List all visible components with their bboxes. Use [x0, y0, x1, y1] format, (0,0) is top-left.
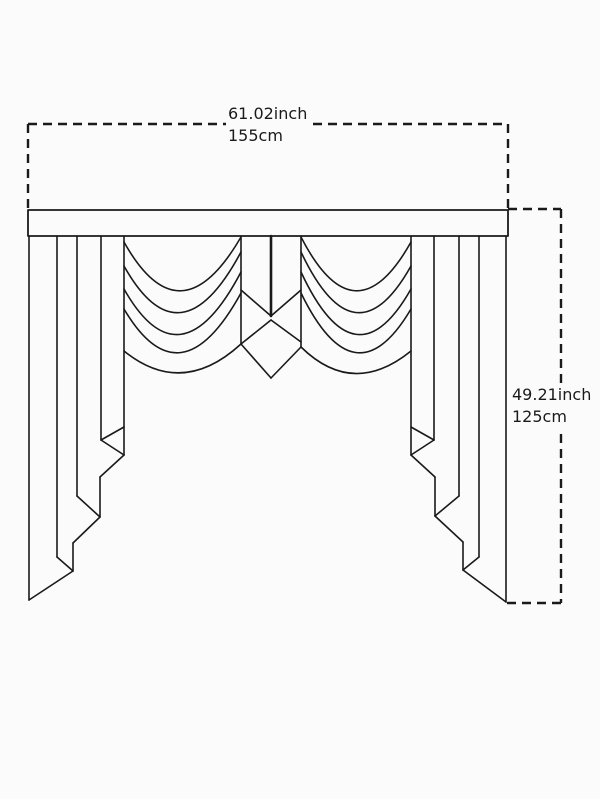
left-cascade — [28, 235, 125, 601]
height-dimension-label: 49.21inch 125cm — [510, 384, 594, 428]
height-inch-text: 49.21inch — [512, 385, 592, 404]
left-swag — [123, 236, 242, 374]
width-cm-text: 155cm — [228, 126, 283, 145]
right-cascade — [410, 235, 507, 603]
height-cm-text: 125cm — [512, 407, 567, 426]
width-inch-text: 61.02inch — [228, 104, 308, 123]
curtain-rail — [27, 209, 509, 237]
center-jabot — [240, 234, 302, 379]
right-swag — [300, 236, 412, 375]
width-dimension-label: 61.02inch 155cm — [226, 103, 310, 147]
